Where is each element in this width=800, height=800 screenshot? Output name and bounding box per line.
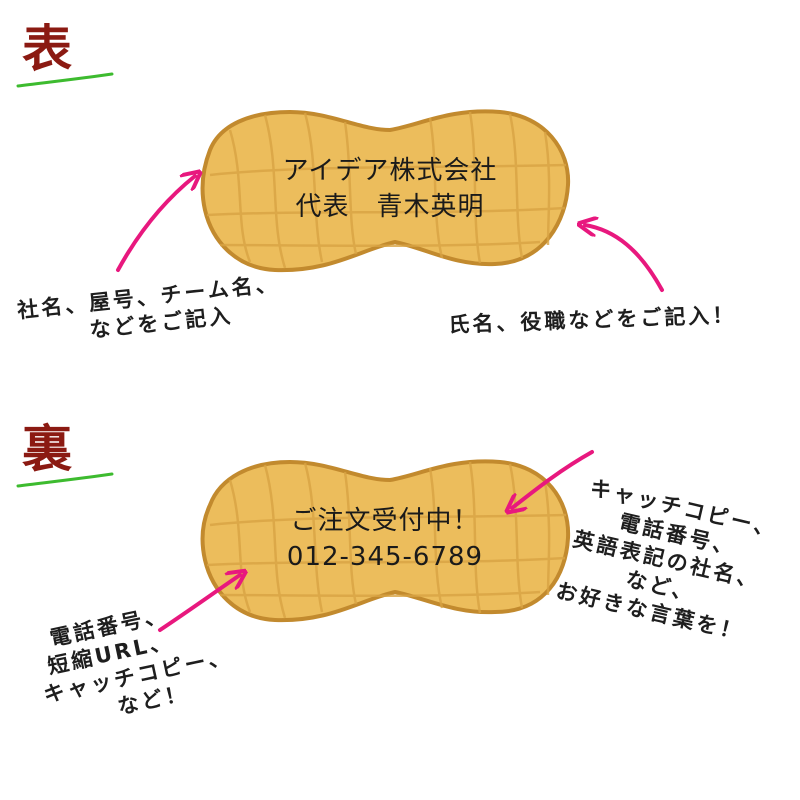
front-peanut-shape <box>200 109 571 273</box>
back-card-text: ご注文受付中！ 012-345-6789 <box>230 503 540 575</box>
back-section-title: 裏 <box>22 420 72 478</box>
front-card-text: アイデア株式会社 代表 青木英明 <box>230 153 550 225</box>
front-title-underline <box>16 72 114 88</box>
back-card-line-2: 012-345-6789 <box>286 542 484 572</box>
front-section-title: 表 <box>22 20 72 78</box>
front-right-arrow <box>585 225 664 292</box>
front-card-line-2: 代表 青木英明 <box>295 192 485 222</box>
back-card-line-1: ご注文受付中！ <box>290 506 480 536</box>
back-peanut-shape <box>200 459 571 623</box>
back-left-arrow <box>158 575 240 632</box>
front-left-arrow <box>116 176 195 272</box>
front-card-line-1: アイデア株式会社 <box>282 156 498 186</box>
back-title-underline <box>16 472 114 488</box>
back-right-arrow <box>512 450 594 508</box>
